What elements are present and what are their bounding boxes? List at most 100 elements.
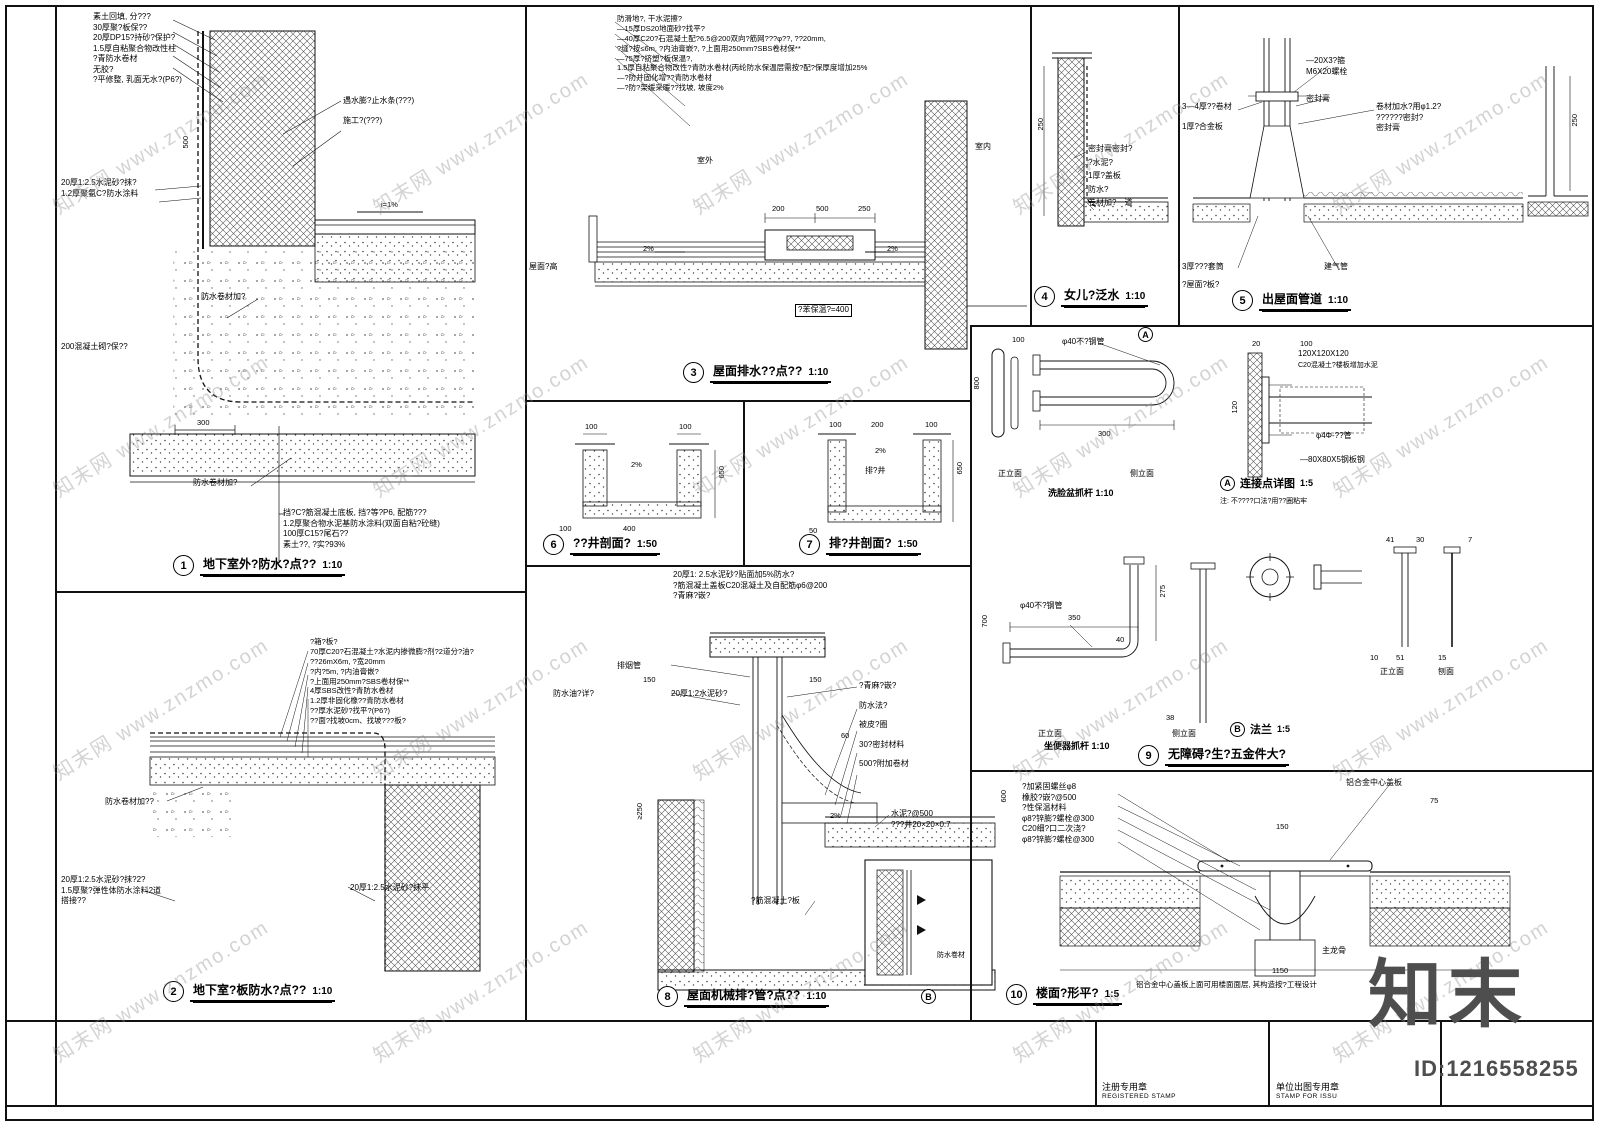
- detail-7-scale: 1:50: [897, 539, 918, 550]
- annotation-line: ?加紧固螺丝φ8: [1022, 782, 1077, 791]
- annotation-line: 1厚?盖板: [1088, 171, 1121, 181]
- detail-6-number: 6: [543, 534, 564, 555]
- annotation-line: ?上面用250mm?SBS卷材保**: [310, 676, 410, 686]
- detail-2-annotations-right: ?箱?板?70厚C20?石混凝土?水泥内掺微膨?剂?2道分?油???26mX6m…: [310, 637, 474, 726]
- annotation-line: ?内?5m, ?内油膏嵌?: [310, 666, 379, 676]
- dimension-text: 100: [585, 422, 598, 431]
- annotation: 室外: [697, 156, 713, 165]
- annotation-line: 素土回填, 分???: [93, 12, 151, 21]
- detail-3-drawing: [588, 21, 1027, 350]
- detail-1-drawing: [129, 19, 476, 562]
- annotation: φ4Φ-??管: [1316, 431, 1352, 440]
- annotation-line: ??26mX6m, ?宽20mm: [310, 656, 386, 666]
- dimension-text: 200: [772, 204, 785, 213]
- connection-detail-scale: 1:5: [1300, 478, 1314, 488]
- annotation: 200混凝土砌?保??: [61, 342, 128, 351]
- dimension-text: 500: [181, 136, 190, 149]
- dimension-text: 120: [1230, 401, 1239, 414]
- detail-1-annotations-left: 20厚1:2.5水泥砂?抹?1.2厚聚氨C?防水涂料: [61, 178, 138, 199]
- section-marker-a: A: [1220, 475, 1235, 491]
- dimension-text: 60: [841, 731, 850, 740]
- dimension-text: 250: [1570, 114, 1579, 127]
- annotation-line: φ8?锌膨?螺栓@300: [1022, 813, 1095, 823]
- annotation-line: 水泥?@500: [891, 809, 933, 818]
- dimension-text: 38: [1166, 713, 1175, 722]
- detail-2-number: 2: [163, 981, 184, 1002]
- view-label: 刨面: [1438, 667, 1454, 676]
- annotation-line: ??面?找坡0cm、找坡???板?: [310, 716, 406, 726]
- detail-panel-1: 素土回填, 分???30厚聚?板保??20厚DP15?持砂?保护?1.5厚自粘聚…: [55, 6, 525, 591]
- detail-panel-3: 防滑地?, 干水泥擦?—15厚DS20地面砂?找平?—40厚C20?石混凝土配?…: [525, 6, 1030, 400]
- section-marker-a: A: [1138, 327, 1153, 342]
- dimension-text: 100: [1300, 339, 1313, 348]
- detail-10-scale: 1:5: [1104, 989, 1120, 1000]
- annotation-line: ?性保温材料: [1022, 803, 1067, 813]
- dimension-text: 500: [816, 204, 829, 213]
- stamp-registered-cell: 注册专用章 REGISTERED STAMP: [1096, 1020, 1266, 1104]
- annotation-line: 无胶?: [93, 64, 114, 74]
- stamp-registered-label-en: REGISTERED STAMP: [1102, 1093, 1176, 1100]
- dimension-text: 41: [1386, 535, 1395, 544]
- annotation-line: ?青麻?嵌?: [673, 591, 711, 601]
- detail-4-scale: 1:10: [1125, 291, 1146, 302]
- dimension-text: 150: [1276, 822, 1289, 831]
- grid-line: [743, 400, 745, 565]
- view-label: 正立面: [998, 469, 1022, 478]
- dimension-text: 20: [1252, 339, 1261, 348]
- annotation: 密封膏: [1306, 94, 1330, 103]
- detail-7-number: 7: [799, 534, 820, 555]
- annotation-line: —?防?架缓采暖??找坡, 坡度2%: [617, 83, 724, 93]
- annotation: 120X120X120: [1298, 349, 1349, 358]
- dimension-text: i=1%: [381, 200, 398, 209]
- detail-7-title: 7 排?井剖面?1:50: [799, 534, 921, 555]
- annotation-line: 1.2厚聚氨C?防水涂料: [61, 188, 139, 198]
- detail-7-drawing: [818, 433, 954, 523]
- dimension-text: 2%: [643, 244, 654, 253]
- annotation: 防水卷材加?: [193, 478, 238, 487]
- grid-line: [525, 565, 970, 567]
- dimension-text: 1150: [1272, 966, 1289, 975]
- connection-detail-title: 连接点详图: [1240, 478, 1295, 490]
- annotation-line: —40厚C20?石混凝土配?6.5@200双向?筋网???φ??, ??20mm…: [617, 33, 826, 43]
- detail-8-scale: 1:10: [806, 991, 827, 1002]
- annotation-line: 4厚SBS改性?青防水卷材: [310, 686, 394, 696]
- dimension-text: 800: [972, 377, 981, 390]
- annotation: 建气管: [1324, 262, 1348, 271]
- note-text: 注: 不????口法?用??圈粘牢: [1220, 498, 1308, 505]
- detail-6-scale: 1:50: [637, 539, 658, 550]
- annotation-line: ?青麻?嵌?: [859, 681, 897, 690]
- dimension-text: 50: [809, 526, 818, 535]
- annotation-line: 20厚DP15?持砂?保护?: [93, 33, 176, 43]
- dimension-text: 75: [1430, 796, 1439, 805]
- annotation: 20厚1:2.5水泥砂?抹平: [350, 883, 430, 892]
- flange-detail-scale: 1:5: [1277, 724, 1291, 734]
- detail-5-number: 5: [1232, 290, 1253, 311]
- dimension-text: 150: [643, 675, 656, 684]
- annotation-line: 搭接??: [61, 896, 86, 906]
- dimension-text: 30: [1416, 535, 1425, 544]
- annotation-line: 素土??, ?实?93%: [283, 539, 346, 549]
- annotation: ?苯保温?=400: [795, 304, 852, 317]
- dimension-text: 7: [1468, 535, 1473, 544]
- annotation-line: C20细?口二次浇?: [1022, 824, 1086, 834]
- annotation-line: 1.2厚聚合物水泥基防水涂料(双面自粘?砼缝): [283, 518, 440, 528]
- detail-10-number: 10: [1006, 984, 1027, 1005]
- annotation-line: 20厚1:2.5水泥砂?抹?2?: [61, 875, 146, 884]
- detail-5-scale: 1:10: [1328, 295, 1349, 306]
- detail-9-number: 9: [1138, 745, 1159, 766]
- annotation-line: —?防并固化增??青防水卷材: [617, 73, 713, 83]
- annotation-line: ???井20×20×0.7: [891, 819, 951, 829]
- grid-line: [1268, 1020, 1270, 1105]
- annotation: 3厚???套筒: [1182, 262, 1224, 271]
- annotation-line: 70厚C20?石混凝土?水泥内掺微膨?剂?2道分?油?: [310, 646, 474, 656]
- subfigure-label: 洗脸盆抓杆 1:10: [1048, 488, 1114, 498]
- annotation-line: ?箱?板?: [310, 637, 338, 646]
- detail-3-scale: 1:10: [808, 367, 829, 378]
- annotation-line: M6X20螺栓: [1306, 66, 1348, 76]
